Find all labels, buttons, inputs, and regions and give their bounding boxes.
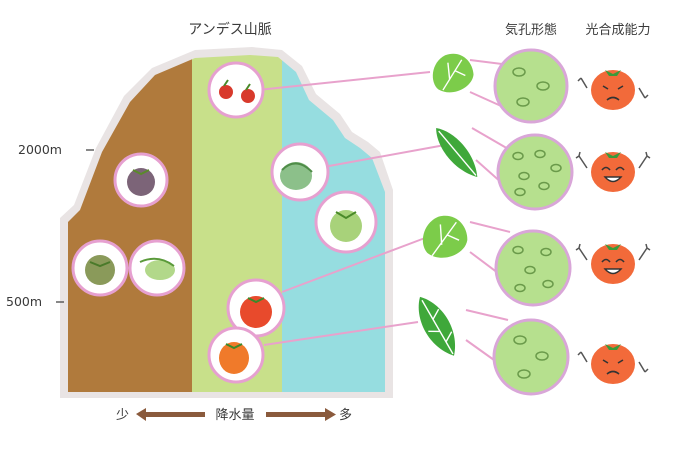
elevation-label-high: 2000m bbox=[18, 142, 62, 157]
plant-circle-red-cherry bbox=[209, 63, 263, 117]
precipitation-high-label: 多 bbox=[339, 407, 352, 423]
plant-circle-purple-tomato bbox=[115, 154, 167, 206]
leaf-icon bbox=[426, 48, 478, 98]
stomata-circle-2 bbox=[498, 135, 572, 209]
stomata-circle-4 bbox=[494, 320, 568, 394]
plant-circle-green-husk bbox=[272, 144, 328, 200]
leaf-icon bbox=[417, 211, 471, 263]
connector-line-11 bbox=[466, 310, 508, 320]
stomata-circle-1 bbox=[495, 50, 567, 122]
photosynthesis-header: 光合成能力 bbox=[585, 23, 650, 38]
plant-circle-striped-tomato bbox=[73, 241, 127, 295]
tomato-happy-icon bbox=[576, 152, 650, 192]
left-arrow bbox=[136, 408, 205, 421]
leaf-icon bbox=[409, 290, 465, 362]
tomato-happy-icon bbox=[576, 244, 650, 284]
mountain-title: アンデス山脈 bbox=[188, 21, 271, 38]
plant-circle-orange-tomato bbox=[209, 328, 263, 382]
tomato-characters bbox=[576, 70, 650, 384]
stomata-circle-3 bbox=[496, 231, 570, 305]
leaves bbox=[409, 48, 485, 362]
plant-circle-green-sprig bbox=[130, 241, 184, 295]
plant-circle-green-tomato bbox=[316, 192, 376, 252]
tomato-sad-icon bbox=[578, 70, 648, 110]
tomato-sad-icon bbox=[578, 344, 648, 384]
precipitation-low-label: 少 bbox=[116, 408, 129, 423]
elevation-label-low: 500m bbox=[6, 294, 42, 309]
precipitation-label: 降水量 bbox=[215, 408, 254, 423]
precipitation-axis: 少 降水量 多 bbox=[116, 407, 352, 423]
stomata-circles bbox=[494, 50, 572, 394]
right-arrow bbox=[266, 408, 336, 421]
connector-line-9 bbox=[470, 222, 510, 232]
stomata-header: 気孔形態 bbox=[505, 22, 557, 38]
connector-line-7 bbox=[472, 128, 510, 150]
